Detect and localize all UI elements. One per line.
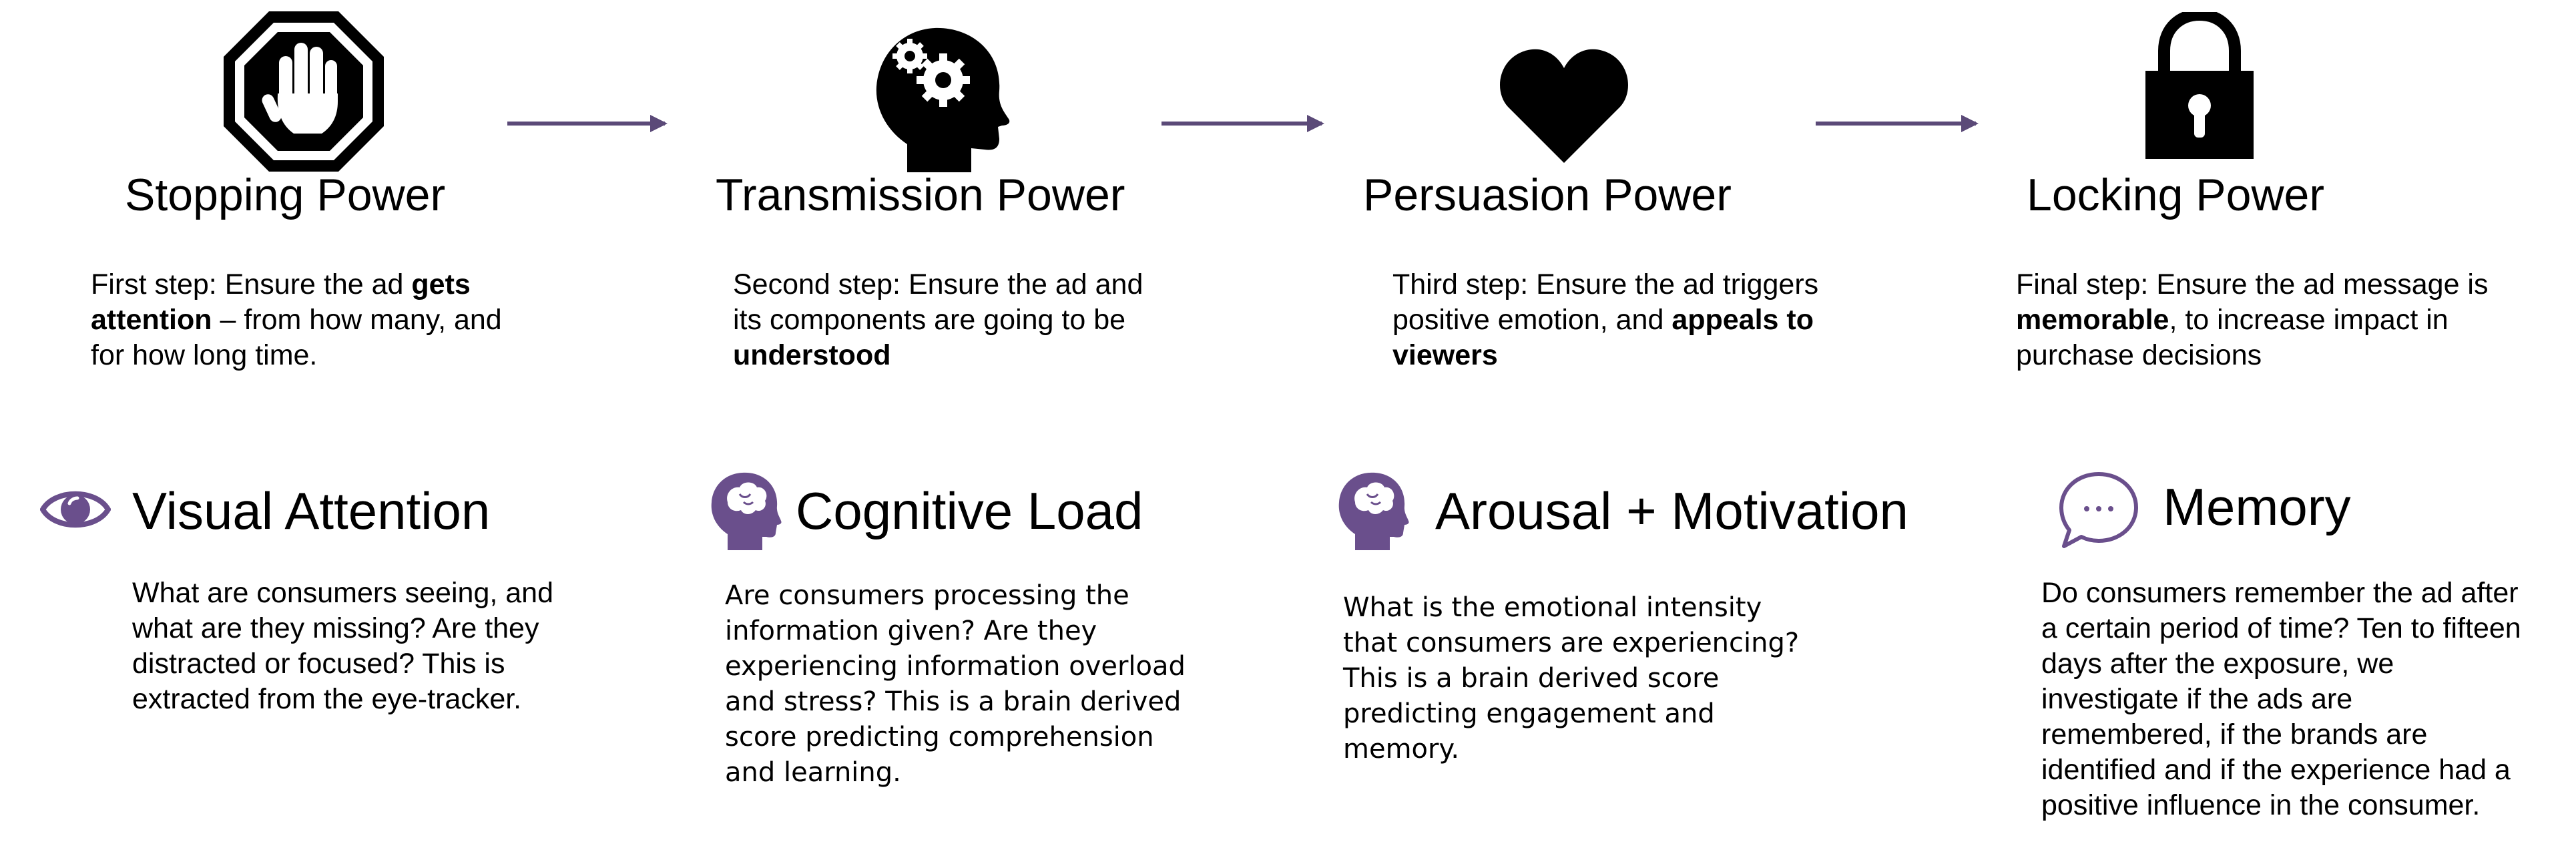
head-gears-icon (871, 25, 1011, 174)
step-description-text: – from how many, and for how long time. (91, 304, 502, 371)
metric-description: What is the emotional intensity that con… (1343, 592, 1800, 765)
step-description-emphasis: memorable (2016, 304, 2169, 336)
step-description: First step: Ensure the ad gets attention… (91, 267, 531, 373)
metric-title: Arousal + Motivation (1435, 481, 1908, 540)
step-description: Final step: Ensure the ad message is mem… (2016, 267, 2523, 373)
step-description-emphasis: understood (733, 339, 891, 371)
eye-icon (40, 479, 111, 539)
flow-arrow-1 (507, 115, 668, 132)
step-title: Locking Power (2027, 170, 2325, 220)
step-title: Transmission Power (716, 170, 1125, 220)
step-title: Persuasion Power (1363, 170, 1732, 220)
step-description-emphasis: gets attention (91, 268, 471, 336)
step-description-text: Third step: Ensure the ad triggers posit… (1392, 268, 1819, 336)
step-description-text: , to increase impact in purchase decisio… (2016, 304, 2449, 371)
step-description-emphasis: appeals to viewers (1392, 304, 1814, 371)
head-brain-icon (1336, 471, 1410, 552)
step-description-text: Final step: Ensure the ad message is (2016, 268, 2489, 300)
metric-title: Visual Attention (132, 481, 491, 540)
step-description-text: First step: Ensure the ad (91, 268, 412, 300)
flow-arrow-3 (1816, 115, 1979, 132)
step-title: Stopping Power (125, 170, 446, 220)
step-description: Third step: Ensure the ad triggers posit… (1392, 267, 1846, 373)
metric-title: Memory (2163, 477, 2351, 536)
padlock-icon (2143, 12, 2256, 160)
metric-description: What are consumers seeing, and what are … (132, 577, 553, 715)
step-description: Second step: Ensure the ad and its compo… (733, 267, 1174, 373)
step-description-text: Second step: Ensure the ad and its compo… (733, 268, 1143, 336)
speech-bubble-icon (2057, 470, 2140, 550)
heart-icon (1499, 45, 1629, 166)
flow-arrow-2 (1162, 115, 1324, 132)
metric-description: Do consumers remember the ad after a cer… (2041, 577, 2521, 821)
metric-title: Cognitive Load (796, 481, 1143, 540)
metric-description: Are consumers processing the information… (725, 580, 1186, 788)
stop-hand-icon (220, 8, 387, 175)
head-brain-icon (709, 471, 782, 552)
